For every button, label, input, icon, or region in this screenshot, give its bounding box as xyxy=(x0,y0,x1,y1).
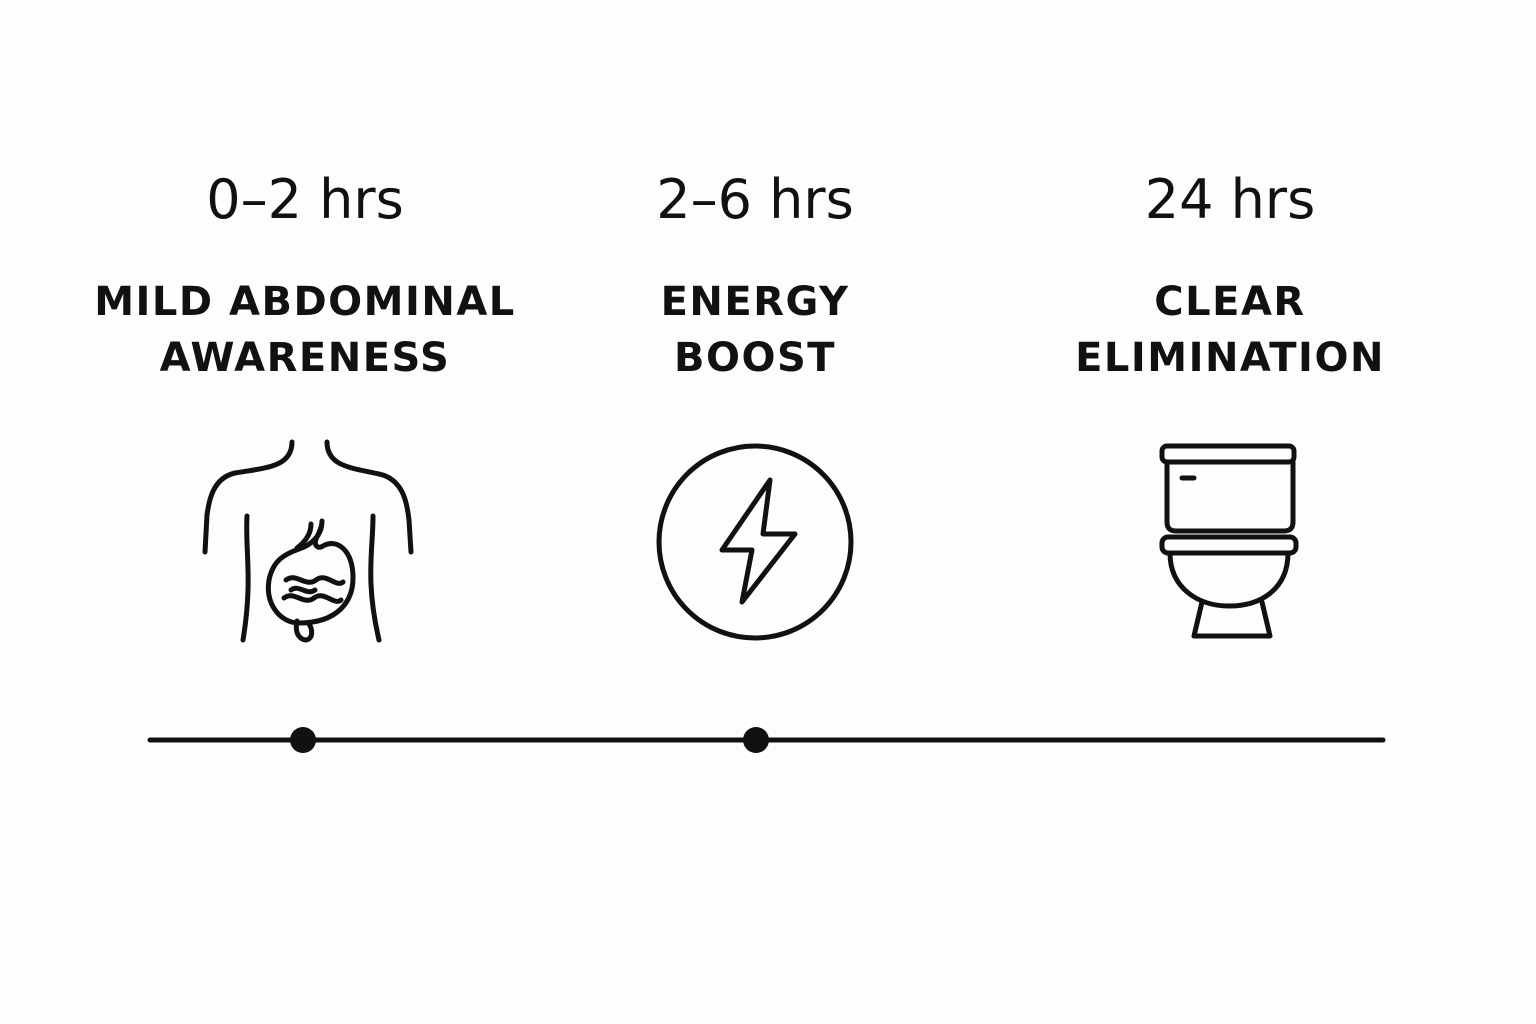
stage-label-line-1: MILD ABDOMINAL xyxy=(94,279,516,325)
stage-label-line-2: BOOST xyxy=(673,335,837,381)
timeline-marker-0-2-hrs xyxy=(290,727,316,753)
toilet-icon xyxy=(1110,430,1350,650)
stage-label-line-1: ENERGY xyxy=(660,279,850,325)
stage-time: 0–2 hrs xyxy=(206,168,404,231)
abdomen-stomach-icon xyxy=(185,430,425,650)
stage-label-line-2: AWARENESS xyxy=(159,335,451,381)
stage-time: 24 hrs xyxy=(1144,168,1316,231)
stage-time: 2–6 hrs xyxy=(656,168,854,231)
stage-label: CLEAR ELIMINATION xyxy=(1000,274,1460,386)
stage-label-line-1: CLEAR xyxy=(1154,279,1306,325)
stage-label: ENERGY BOOST xyxy=(525,274,985,386)
stage-label-line-2: ELIMINATION xyxy=(1075,335,1385,381)
timeline-marker-2-6-hrs xyxy=(743,727,769,753)
lightning-bolt-icon xyxy=(635,430,875,650)
stage-label: MILD ABDOMINAL AWARENESS xyxy=(75,274,535,386)
